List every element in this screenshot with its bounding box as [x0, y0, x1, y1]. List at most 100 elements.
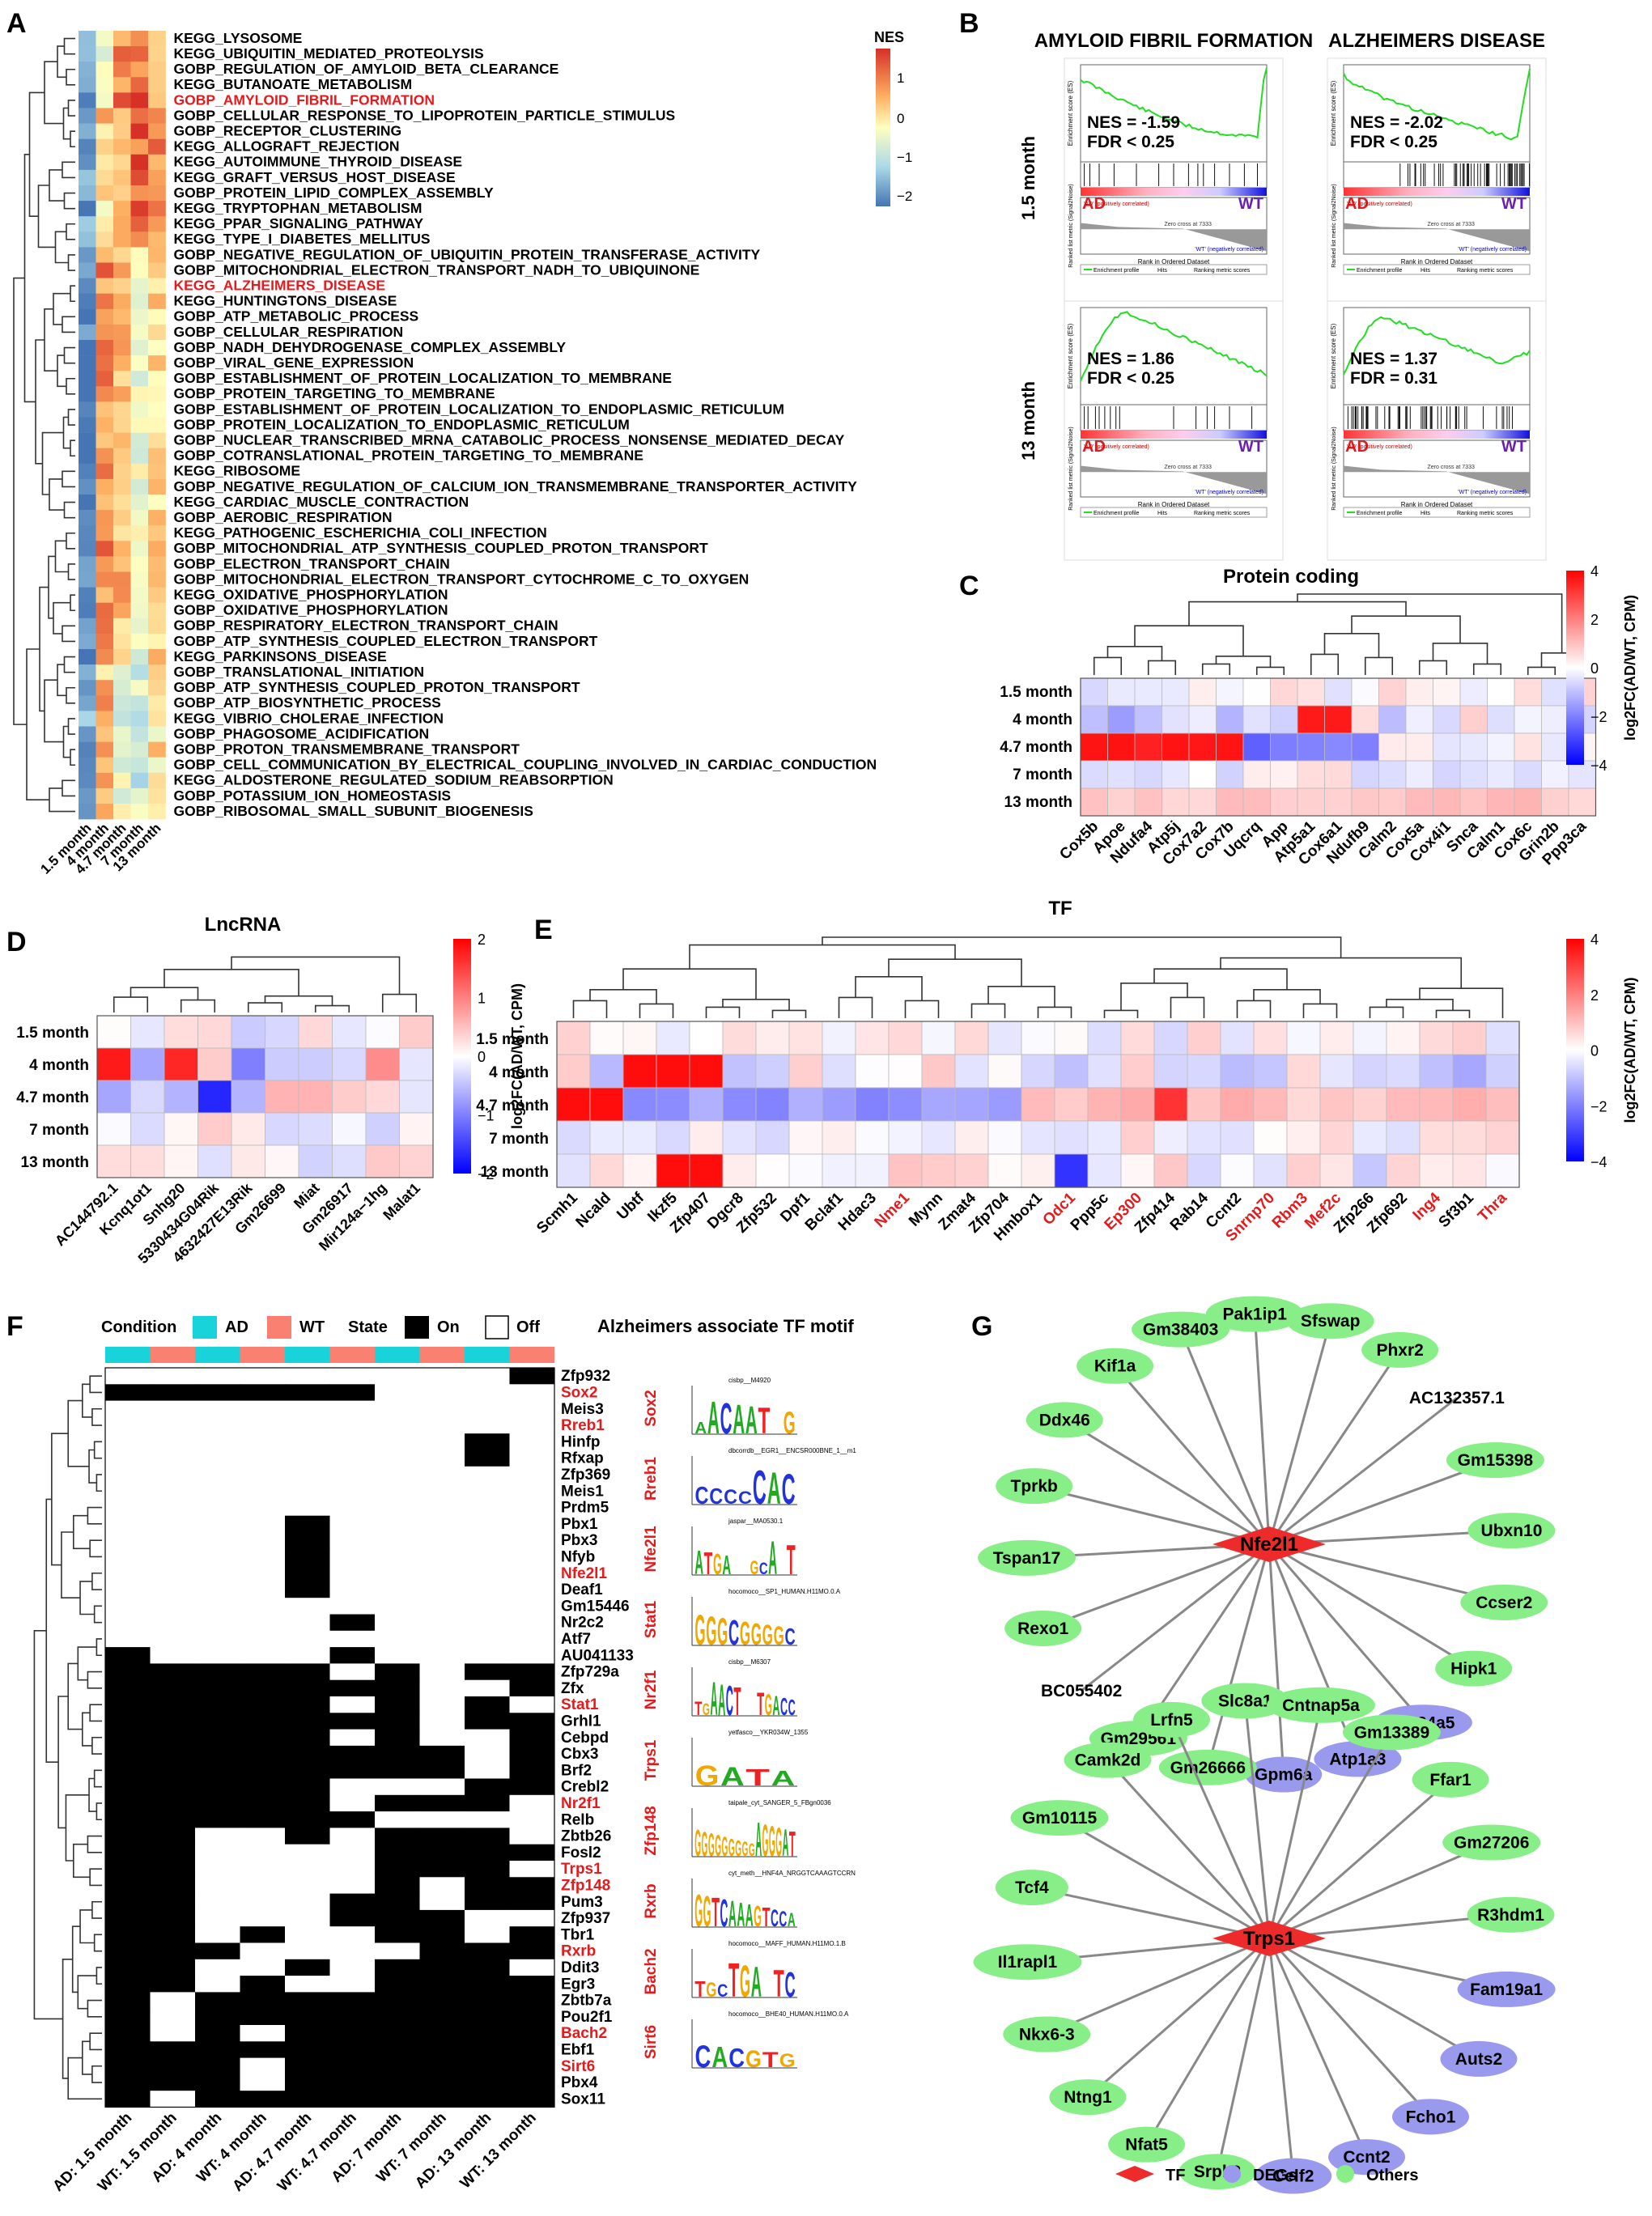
scale-label: log2FC(AD/WT, CPM): [1622, 978, 1638, 1123]
motif-letter: C: [694, 1481, 708, 1509]
binary-cell: [240, 1828, 286, 1845]
motif-letter: C: [771, 1905, 779, 1932]
heatmap-cell: [130, 386, 149, 402]
row-label: GOBP_ATP_METABOLIC_PROCESS: [174, 308, 419, 325]
heatmap-cell: [1405, 760, 1433, 789]
tf-node-label: Trps1: [1243, 1928, 1295, 1950]
binary-cell: [150, 1548, 196, 1565]
node-label: Pak1ip1: [1223, 1305, 1288, 1323]
binary-cell: [329, 1581, 376, 1598]
motif-letter: C: [717, 1980, 728, 2001]
binary-cell: [509, 1794, 555, 1812]
dendrogram-branch: [48, 555, 56, 619]
heatmap-cell: [1419, 1087, 1454, 1122]
es-y-label: Enrichment score (ES): [1330, 323, 1337, 388]
motif-letter: A: [737, 1895, 745, 1934]
heatmap-cell: [365, 1047, 400, 1081]
binary-cell: [419, 1992, 465, 2010]
heatmap-cell: [399, 1144, 434, 1178]
motif-letter: G: [717, 1610, 728, 1653]
heatmap-cell: [96, 308, 114, 325]
heatmap-cell: [1242, 705, 1271, 734]
binary-cell: [240, 1679, 286, 1697]
row-label: 4 month: [1013, 711, 1072, 728]
binary-cell: [240, 1877, 286, 1894]
heatmap-cell: [148, 169, 166, 186]
dendrogram-branch: [130, 987, 199, 1000]
tf-label: Crebl2: [561, 1779, 609, 1796]
scale-tick: −2: [1590, 1098, 1607, 1114]
binary-cell: [285, 1778, 330, 1796]
gsea-column-title: ALZHEIMERS DISEASE: [1328, 30, 1545, 52]
color-scale: [1566, 571, 1584, 765]
heatmap-cell: [96, 1015, 131, 1049]
other-node: [978, 1539, 1077, 1576]
heatmap-cell: [1541, 677, 1569, 707]
heatmap-cell: [1253, 1087, 1288, 1122]
x-axis-label: Rank in Ordered Dataset: [1138, 501, 1210, 508]
heatmap-cell: [1419, 1153, 1454, 1188]
heatmap-cell: [1216, 760, 1244, 789]
dendrogram-branch: [67, 718, 75, 735]
row-label: KEGG_ALZHEIMERS_DISEASE: [174, 277, 386, 293]
binary-cell: [105, 1926, 151, 1943]
heatmap-cell: [79, 741, 96, 758]
heatmap-cell: [113, 46, 131, 62]
heatmap-cell: [822, 1021, 856, 1055]
chart-title: LncRNA: [205, 914, 282, 936]
heatmap-cell: [1541, 760, 1569, 789]
tf-label: Nr2c2: [561, 1615, 604, 1632]
heatmap-cell: [399, 1080, 434, 1114]
metric-y-label: Ranked list metric (Signal2Noise): [1331, 427, 1337, 510]
dendrogram-branch: [57, 45, 66, 79]
heatmap-cell: [96, 355, 114, 371]
binary-cell: [419, 1532, 465, 1549]
binary-cell: [419, 1663, 465, 1681]
tf-node: [1212, 1526, 1326, 1562]
dendrogram-branch: [1170, 996, 1205, 1018]
row-label: GOBP_ATP_SYNTHESIS_COUPLED_PROTON_TRANSP…: [174, 679, 580, 695]
network-edge: [1268, 1543, 1505, 1604]
binary-cell: [375, 1400, 420, 1418]
binary-cell: [465, 1450, 510, 1467]
x-axis-label: Rank in Ordered Dataset: [1401, 501, 1473, 508]
binary-cell: [150, 1663, 196, 1681]
heatmap-cell: [79, 201, 96, 217]
binary-cell: [375, 1959, 420, 1976]
binary-cell: [509, 2057, 555, 2075]
binary-cell: [195, 1926, 240, 1943]
heatmap-cell: [822, 1153, 856, 1188]
binary-cell: [105, 1713, 151, 1730]
heatmap-cell: [1378, 677, 1407, 707]
binary-cell: [375, 1992, 420, 2010]
heatmap-cell: [130, 510, 149, 526]
legend-deg-swatch: [1223, 2165, 1241, 2183]
tf-label: Zfp932: [561, 1368, 610, 1385]
motif-letter: G: [742, 1838, 749, 1861]
condition-bar: [240, 1347, 285, 1363]
deg-node: [1440, 2040, 1518, 2077]
heatmap-cell: [130, 401, 149, 418]
row-label: GOBP_NEGATIVE_REGULATION_OF_UBIQUITIN_PR…: [174, 246, 761, 262]
binary-cell: [465, 1384, 510, 1401]
network-edge: [1268, 1937, 1480, 2061]
heatmap-cell: [888, 1021, 923, 1055]
motif-letter: G: [708, 1828, 715, 1863]
dendrogram-branch: [37, 185, 56, 248]
heatmap-cell: [96, 92, 114, 108]
heatmap-cell: [1216, 677, 1244, 707]
node-label: Gm26666: [1170, 1759, 1246, 1777]
node-label: Gm13389: [1354, 1723, 1429, 1742]
binary-cell: [105, 1630, 151, 1648]
heatmap-cell: [79, 324, 96, 341]
heatmap-cell: [1187, 1054, 1221, 1089]
binary-cell: [105, 1400, 151, 1418]
heatmap-cell: [1541, 787, 1569, 817]
binary-cell: [105, 1416, 151, 1434]
dendrogram-branch: [89, 1375, 102, 1394]
binary-cell: [195, 1794, 240, 1812]
dendrogram-branch: [66, 223, 75, 240]
heatmap-cell: [1242, 787, 1271, 817]
